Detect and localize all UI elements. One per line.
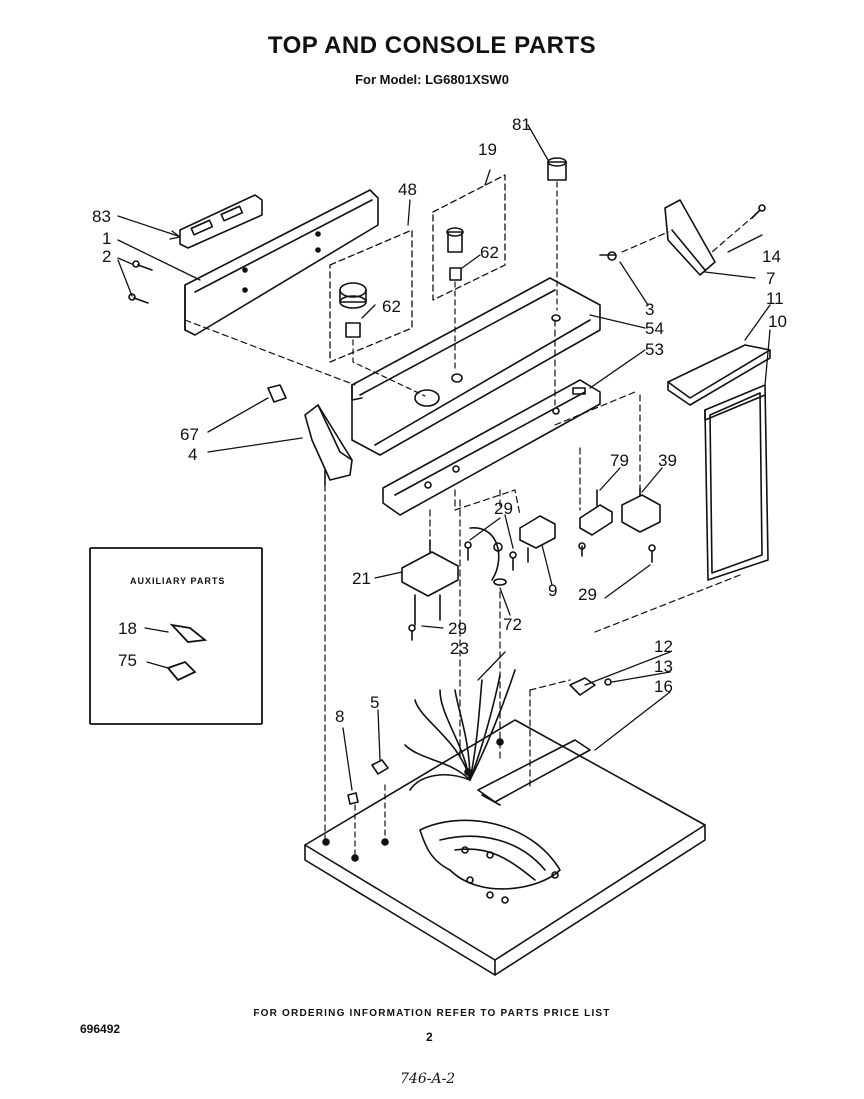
callout-9: 9 xyxy=(548,581,557,600)
callout-7: 7 xyxy=(766,269,775,288)
auxiliary-parts-title: AUXILIARY PARTS xyxy=(130,576,226,586)
ordering-note: FOR ORDERING INFORMATION REFER TO PARTS … xyxy=(253,1008,611,1019)
callout-81: 81 xyxy=(512,115,531,134)
callout-16: 16 xyxy=(654,677,673,696)
auxiliary-parts-box xyxy=(89,547,263,725)
wire-harness-23 xyxy=(404,669,516,791)
callout-75: 75 xyxy=(118,651,137,670)
callout-2: 2 xyxy=(102,247,111,266)
wire-72 xyxy=(469,527,507,586)
callout-72: 72 xyxy=(503,615,522,634)
leader-lines xyxy=(184,319,741,841)
callout-8: 8 xyxy=(335,707,344,726)
callout-67: 67 xyxy=(180,425,199,444)
timer-21 xyxy=(401,539,459,641)
callout-19: 19 xyxy=(478,140,497,159)
callout-11: 11 xyxy=(766,289,784,308)
callout-83: 83 xyxy=(92,207,111,226)
control-housing-54 xyxy=(351,277,601,456)
lint-cover-11 xyxy=(667,344,771,406)
callout-1: 1 xyxy=(102,229,111,248)
callout-39: 39 xyxy=(658,451,677,470)
callout-12: 12 xyxy=(654,637,673,656)
page-title: TOP AND CONSOLE PARTS xyxy=(267,32,597,59)
console-back-panel xyxy=(184,189,379,336)
page-number: 2 xyxy=(426,1030,433,1044)
knob-48-group xyxy=(329,229,426,397)
switch-79 xyxy=(578,489,613,557)
model-subtitle: For Model: LG6801XSW0 xyxy=(355,72,509,87)
top-wiring xyxy=(419,819,561,904)
callout-labels: 83 1 2 48 19 81 62 62 3 54 53 14 7 11 10… xyxy=(92,115,787,726)
callout-10: 10 xyxy=(768,312,787,331)
handwritten-code: 746-A-2 xyxy=(400,1071,456,1087)
clip-67 xyxy=(267,384,287,403)
callout-arrows xyxy=(117,124,771,791)
knob-81 xyxy=(547,157,567,311)
callout-29-left: 29 xyxy=(448,619,467,638)
callout-79: 79 xyxy=(610,451,629,470)
callout-4: 4 xyxy=(188,445,197,464)
screws-29 xyxy=(464,541,517,571)
callout-5: 5 xyxy=(370,693,379,712)
console-panel-53 xyxy=(382,379,601,516)
knob-19-group xyxy=(432,174,506,373)
callout-21: 21 xyxy=(352,569,371,588)
callout-62-lower: 62 xyxy=(382,297,401,316)
document-number: 696492 xyxy=(80,1022,121,1036)
part-5 xyxy=(371,759,389,841)
callout-13: 13 xyxy=(654,657,673,676)
lint-screen-10 xyxy=(704,384,769,581)
bracket-7 xyxy=(599,199,766,276)
callout-23: 23 xyxy=(450,639,469,658)
callout-48: 48 xyxy=(398,180,417,199)
component-9 xyxy=(519,515,556,563)
bracket-12 xyxy=(569,677,612,696)
part-8 xyxy=(347,792,359,856)
callout-3: 3 xyxy=(645,300,654,319)
callout-18: 18 xyxy=(118,619,137,638)
callout-14: 14 xyxy=(762,247,781,266)
callout-62-upper: 62 xyxy=(480,243,499,262)
callout-29-top: 29 xyxy=(494,499,513,518)
callout-29-right: 29 xyxy=(578,585,597,604)
callout-53: 53 xyxy=(645,340,664,359)
screw-2-pair xyxy=(128,260,153,304)
endcap-4 xyxy=(304,404,353,486)
main-top-16 xyxy=(304,719,706,976)
bracket-83 xyxy=(179,194,263,249)
callout-54: 54 xyxy=(645,319,664,338)
switch-39 xyxy=(621,487,661,563)
